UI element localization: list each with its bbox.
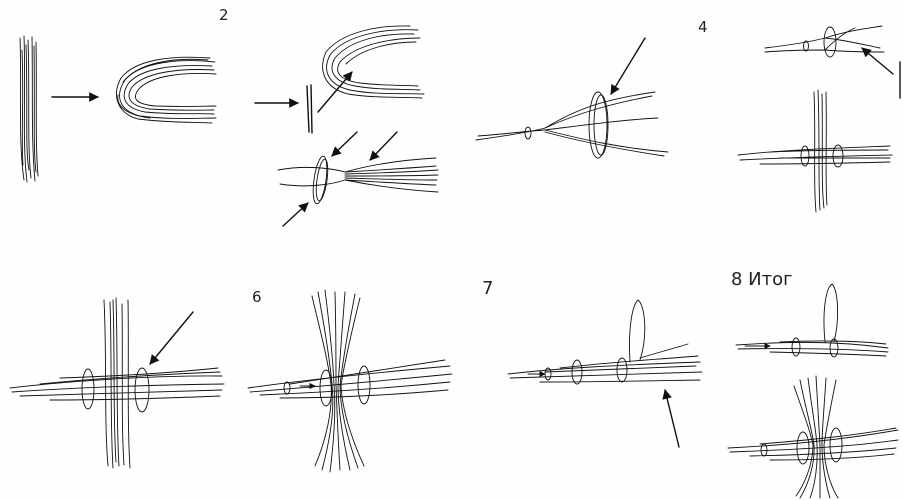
arrow-step2-insert [318,72,352,112]
arrow-step7 [665,390,679,447]
step-8-straight-result [736,284,888,357]
arrow-step2-b [332,132,357,156]
step-4-cross [738,90,892,212]
step-5-cross-bound [10,298,224,468]
arrow-step2-c [370,132,397,160]
arrow-step5-loop [150,312,193,364]
step-8-cross-result [728,376,898,498]
arrow-step2-d [283,203,308,226]
step-2-bound-bundle [278,155,438,204]
step-1-bent-bundle [117,57,216,123]
step-7-bundle-with-loop [508,300,702,384]
arrow-step4-loop [611,38,645,94]
step-6-hourglass [248,290,452,472]
step-2-bent-bundle [323,26,424,98]
step-1-straight-bundle [20,36,38,182]
step-4-loop-bundle [476,92,668,158]
step-2-single-straw [307,85,312,133]
